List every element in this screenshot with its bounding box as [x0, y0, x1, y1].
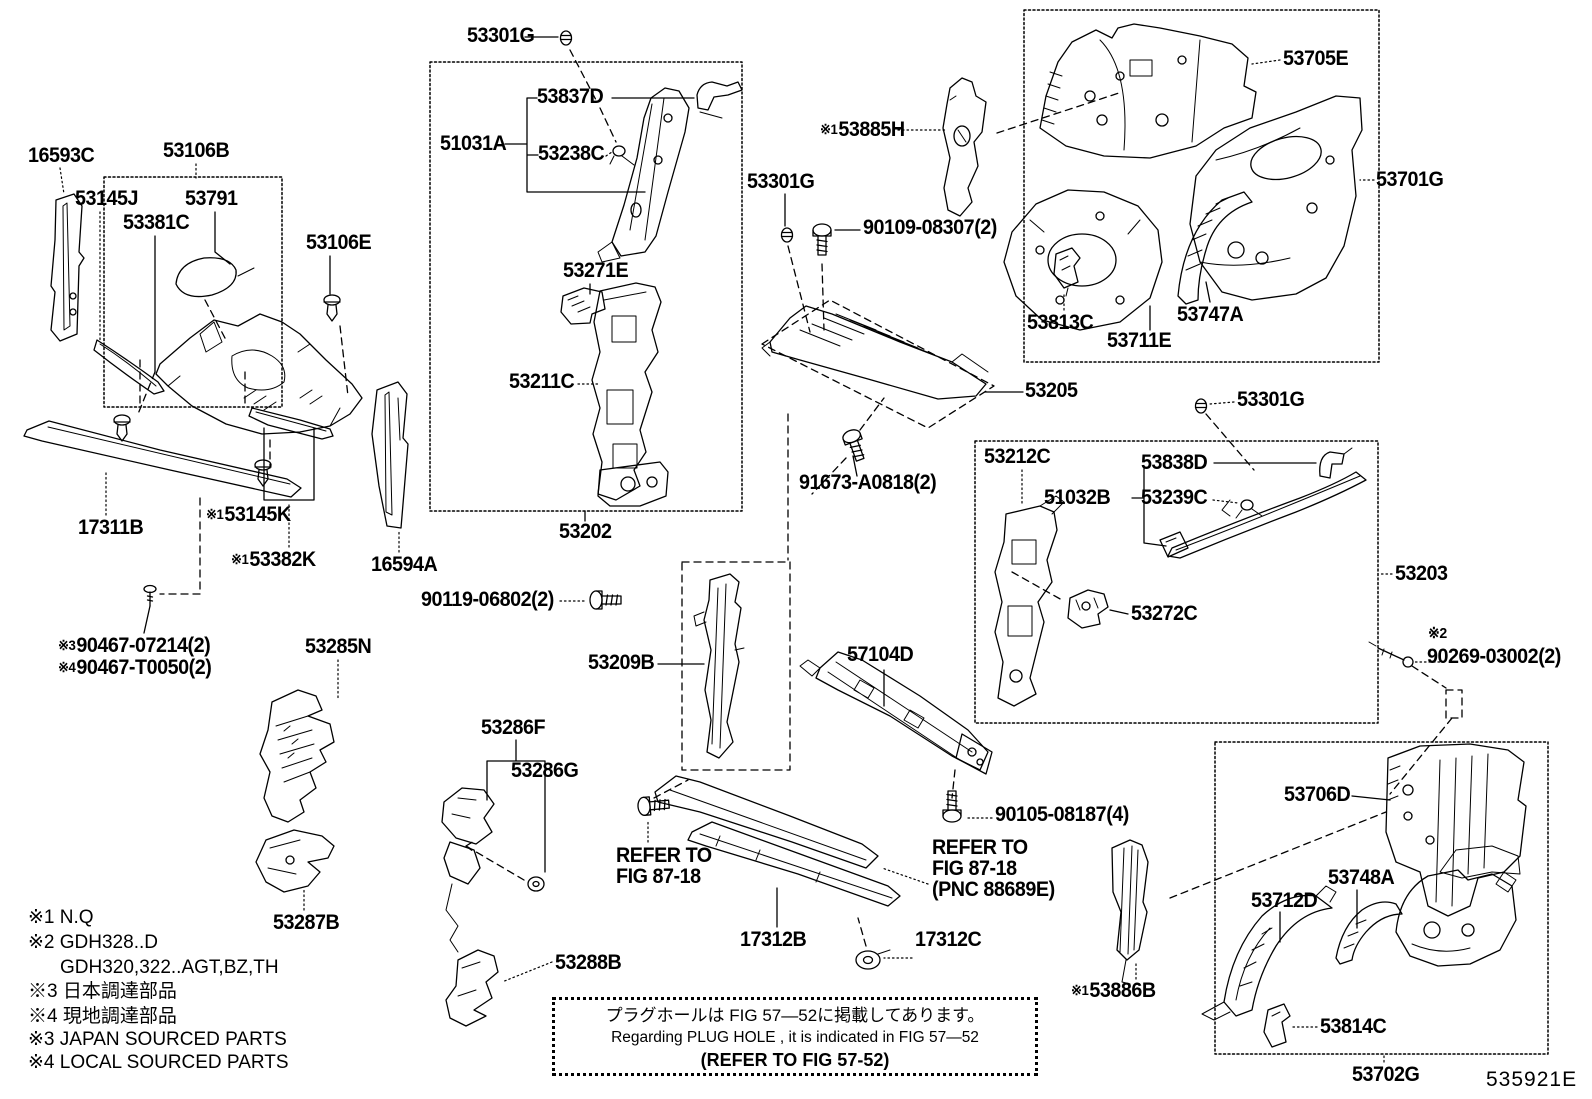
part-label-57104D: 57104D — [847, 643, 914, 666]
part-label-53209B: 53209B — [588, 651, 655, 674]
part-label-90105-081874: 90105-08187(4) — [995, 803, 1129, 826]
part-label-53212C: 53212C — [984, 445, 1051, 468]
note-line-japanese: プラグホールは FIG 57—52に掲載してあります。 — [605, 1006, 985, 1025]
part-label-90119-068022: 90119-06802(2) — [421, 588, 554, 611]
part-label-53838D: 53838D — [1141, 451, 1208, 474]
part-label-REFERTO: REFER TO — [616, 844, 712, 867]
part-label-53748A: 53748A — [1328, 866, 1395, 889]
note-line-english: Regarding PLUG HOLE , it is indicated in… — [611, 1028, 979, 1046]
part-label-90109-083072: 90109-08307(2) — [863, 216, 997, 239]
part-label-53886B: ※153886B — [1071, 979, 1156, 1002]
legend-item: ※4 現地調達部品 — [28, 1006, 177, 1027]
part-label-53286G: 53286G — [511, 759, 579, 782]
part-label-2: ※2 — [1428, 625, 1447, 642]
part-label-53239C: 53239C — [1141, 486, 1208, 509]
legend-item: ※2 GDH328..D — [28, 932, 158, 953]
part-label-53837D: 53837D — [537, 85, 604, 108]
part-label-53702G: 53702G — [1352, 1063, 1420, 1086]
part-label-17312B: 17312B — [740, 928, 807, 951]
part-label-90467-072142: ※390467-07214(2) — [58, 634, 211, 657]
part-label-REFERTO: REFER TO — [932, 836, 1028, 859]
part-label-FIG87-18: FIG 87-18 — [932, 857, 1017, 880]
note-line-refer: (REFER TO FIG 57-52) — [700, 1049, 890, 1070]
part-label-53706D: 53706D — [1284, 783, 1351, 806]
part-label-16594A: 16594A — [371, 553, 438, 576]
part-label-53288B: 53288B — [555, 951, 622, 974]
part-label-51032B: 51032B — [1044, 486, 1111, 509]
label-note-marker: ※1 — [206, 506, 224, 522]
part-label-FIG87-18: FIG 87-18 — [616, 865, 701, 888]
part-label-90269-030022: 90269-03002(2) — [1427, 645, 1561, 668]
part-label-53301G: 53301G — [747, 170, 815, 193]
label-note-marker: ※1 — [231, 551, 249, 567]
label-note-marker: ※1 — [820, 121, 838, 137]
part-label-17311B: 17311B — [78, 516, 144, 539]
part-label-53203: 53203 — [1395, 562, 1448, 585]
label-note-marker: ※1 — [1071, 982, 1089, 998]
label-note-marker: ※4 — [58, 659, 76, 675]
part-label-53711E: 53711E — [1107, 329, 1172, 352]
label-note-marker: ※3 — [58, 637, 76, 653]
part-label-53301G: 53301G — [467, 24, 535, 47]
part-label-53205: 53205 — [1025, 379, 1078, 402]
part-label-91673-A08182: 91673-A0818(2) — [799, 471, 937, 494]
plug-hole-note-box: プラグホールは FIG 57—52に掲載してあります。 Regarding PL… — [552, 997, 1038, 1076]
part-label-53382K: ※153382K — [231, 548, 316, 571]
part-label-53202: 53202 — [559, 520, 612, 543]
part-label-53106B: 53106B — [163, 139, 230, 162]
part-label-90467-T00502: ※490467-T0050(2) — [58, 656, 212, 679]
part-label-53211C: 53211C — [509, 370, 575, 393]
part-label-53712D: 53712D — [1251, 889, 1318, 912]
part-label-16593C: 16593C — [28, 144, 95, 167]
legend-item: GDH320,322..AGT,BZ,TH — [60, 957, 279, 978]
legend-item: ※4 LOCAL SOURCED PARTS — [28, 1052, 289, 1073]
part-label-53272C: 53272C — [1131, 602, 1198, 625]
part-label-53286F: 53286F — [481, 716, 546, 739]
part-label-53885H: ※153885H — [820, 118, 905, 141]
part-label-53813C: 53813C — [1027, 311, 1094, 334]
part-label-53238C: 53238C — [538, 142, 605, 165]
part-label-53701G: 53701G — [1376, 168, 1444, 191]
part-label-53381C: 53381C — [123, 211, 190, 234]
part-label-53271E: 53271E — [563, 259, 629, 282]
part-label-17312C: 17312C — [915, 928, 982, 951]
part-label-53705E: 53705E — [1283, 47, 1349, 70]
part-label-53791: 53791 — [185, 187, 238, 210]
legend-item: ※3 日本調達部品 — [28, 981, 177, 1002]
part-label-53285N: 53285N — [305, 635, 372, 658]
legend-item: ※1 N.Q — [28, 907, 94, 928]
part-label-53747A: 53747A — [1177, 303, 1244, 326]
part-label-53145K: ※153145K — [206, 503, 291, 526]
legend-item: ※3 JAPAN SOURCED PARTS — [28, 1029, 287, 1050]
part-label-53301G: 53301G — [1237, 388, 1305, 411]
part-label-51031A: 51031A — [440, 132, 507, 155]
part-label-53814C: 53814C — [1320, 1015, 1387, 1038]
part-label-53145J: 53145J — [75, 187, 139, 210]
part-label-53287B: 53287B — [273, 911, 340, 934]
part-label-53106E: 53106E — [306, 231, 372, 254]
part-label-PNC88689E: (PNC 88689E) — [932, 878, 1055, 901]
figure-code: 535921E — [1486, 1068, 1578, 1091]
